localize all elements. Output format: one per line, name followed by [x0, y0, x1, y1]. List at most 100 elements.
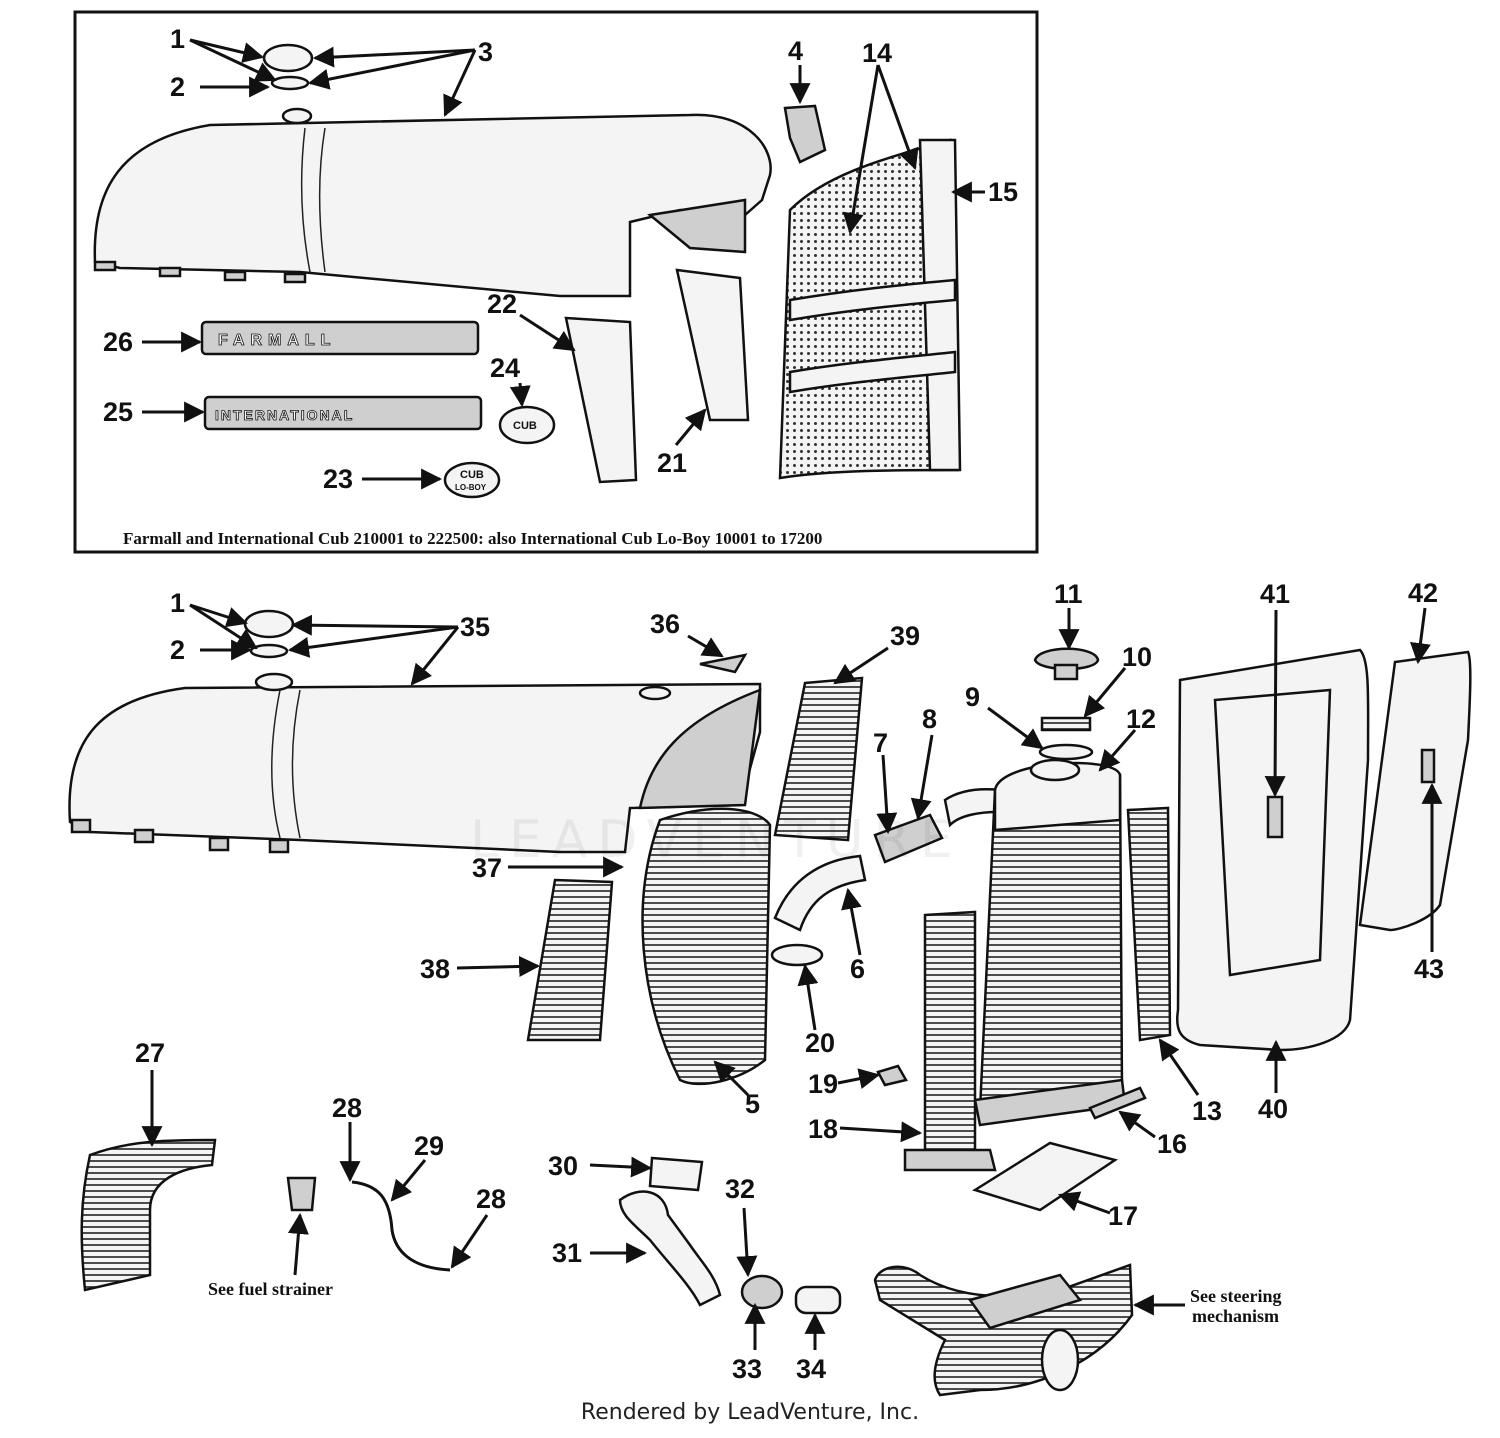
grille-top	[778, 138, 962, 480]
baffle-38	[526, 878, 614, 1042]
radiator	[973, 758, 1127, 1127]
bracket-19	[876, 1064, 908, 1087]
callout-20: 20	[805, 1028, 835, 1058]
badge-cub-text: CUB	[513, 420, 537, 432]
baffle-13	[1126, 806, 1172, 1042]
callout-5: 5	[745, 1089, 760, 1119]
strip-16	[1088, 1086, 1147, 1120]
main-diagram: 1 2 35 36 39 11 10 9 8 12 7 41 42 37 6 3…	[68, 578, 1472, 1397]
callout-38: 38	[420, 954, 450, 984]
callout-13: 13	[1192, 1096, 1222, 1126]
callout-1: 1	[170, 24, 185, 54]
hood-drawing	[68, 672, 762, 854]
hose-8	[873, 813, 944, 864]
hose-34	[794, 1285, 842, 1315]
callout-4: 4	[788, 36, 803, 66]
support-27	[80, 1138, 217, 1292]
callout-28b: 28	[476, 1184, 506, 1214]
callout-34: 34	[796, 1354, 826, 1384]
side-panel-21	[675, 268, 750, 422]
callout-40: 40	[1258, 1094, 1288, 1124]
callout-19: 19	[808, 1069, 838, 1099]
callout-1b: 1	[170, 588, 185, 618]
callout-16: 16	[1157, 1129, 1187, 1159]
callout-14: 14	[862, 38, 892, 68]
radiator-cap-11	[1033, 647, 1100, 671]
radiator-cap	[243, 609, 295, 639]
callout-17: 17	[1108, 1201, 1138, 1231]
callout-21: 21	[657, 448, 687, 478]
grille-frame-40	[1176, 648, 1370, 1052]
callout-23: 23	[323, 464, 353, 494]
gasket-30	[648, 1156, 704, 1192]
callout-22: 22	[487, 289, 517, 319]
callout-42: 42	[1408, 578, 1438, 608]
footer-credit: Rendered by LeadVenture, Inc.	[580, 1400, 920, 1425]
callout-37: 37	[472, 853, 502, 883]
fuel-line-29	[351, 1180, 451, 1272]
callout-11: 11	[1054, 579, 1083, 609]
badge-cub-loboy: CUB LO-BOY	[443, 461, 501, 499]
water-outlet	[773, 854, 867, 932]
clip-36	[699, 653, 748, 674]
callout-30: 30	[548, 1151, 578, 1181]
gasket-top	[270, 75, 310, 91]
badge-loboy-top-text: CUB	[460, 469, 484, 481]
nameplate-international: INTERNATIONAL	[203, 395, 483, 431]
note-steering-1: See steering	[1190, 1286, 1281, 1306]
callout-18: 18	[808, 1114, 838, 1144]
callout-10: 10	[1122, 642, 1152, 672]
callout-28a: 28	[332, 1093, 362, 1123]
callout-29: 29	[414, 1131, 444, 1161]
badge-cub: CUB	[498, 405, 556, 445]
clip-4	[783, 104, 827, 164]
callout-25: 25	[103, 397, 133, 427]
callout-7: 7	[873, 728, 888, 758]
radiator-cap-top	[262, 43, 314, 73]
watermark: LEADVENTURE	[470, 810, 963, 870]
callout-2b: 2	[170, 635, 185, 665]
callout-12: 12	[1126, 704, 1156, 734]
callout-3: 3	[478, 37, 493, 67]
callout-6: 6	[850, 954, 865, 984]
callout-33: 33	[732, 1354, 762, 1384]
baffle-18	[923, 910, 977, 1154]
callout-15: 15	[988, 177, 1018, 207]
gasket-17	[972, 1141, 1119, 1212]
nameplate-farmall-text: FARMALL	[218, 332, 336, 349]
sediment-bowl	[286, 1176, 317, 1212]
callout-24: 24	[490, 353, 520, 383]
latch-43	[1420, 748, 1436, 784]
callout-32: 32	[725, 1174, 755, 1204]
top-inset: FARMALL INTERNATIONAL CUB CUB LO-BOY	[73, 10, 1039, 554]
callout-39: 39	[890, 621, 920, 651]
side-panel-22	[564, 316, 638, 484]
front-bolster	[873, 1263, 1134, 1397]
callout-9: 9	[965, 682, 980, 712]
note-fuel-strainer: See fuel strainer	[208, 1279, 333, 1299]
screen-42	[1358, 650, 1472, 932]
callout-41: 41	[1260, 579, 1290, 609]
outlet-gasket	[770, 943, 824, 967]
filler-neck-10	[1040, 716, 1092, 732]
elbow-31	[618, 1190, 722, 1307]
nameplate-international-text: INTERNATIONAL	[215, 407, 354, 423]
fan-shroud	[641, 807, 772, 1086]
callout-43: 43	[1414, 954, 1444, 984]
callout-8: 8	[922, 704, 937, 734]
nameplate-farmall: FARMALL	[200, 320, 480, 356]
neck-gasket-9	[1038, 743, 1094, 761]
inset-frame	[73, 10, 1039, 554]
note-steering-2: mechanism	[1192, 1306, 1279, 1326]
hood-drawing-top	[93, 107, 772, 298]
callout-27: 27	[135, 1038, 165, 1068]
badge-loboy-bottom-text: LO-BOY	[455, 483, 487, 492]
inset-caption: Farmall and International Cub 210001 to …	[123, 529, 822, 548]
hose-clamp	[740, 1274, 784, 1310]
callout-36: 36	[650, 609, 680, 639]
callout-31: 31	[552, 1238, 582, 1268]
callout-35: 35	[460, 612, 490, 642]
callout-26: 26	[103, 327, 133, 357]
callout-2: 2	[170, 72, 185, 102]
